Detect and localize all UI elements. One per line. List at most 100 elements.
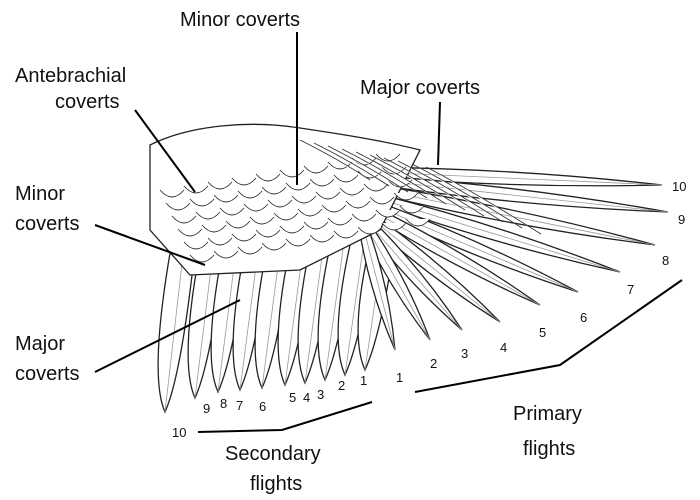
covert-scale — [297, 208, 323, 217]
covert-scale — [159, 189, 185, 198]
covert-scale — [231, 177, 257, 186]
covert-scale — [369, 196, 395, 205]
label-minor-coverts-left-2: coverts — [15, 213, 79, 235]
leader-major-coverts-left — [94, 299, 241, 373]
secondary-number: 9 — [203, 401, 210, 416]
major-covert — [327, 145, 409, 193]
covert-scale — [189, 254, 215, 263]
secondary-number: 8 — [220, 396, 227, 411]
primary-number: 6 — [580, 310, 587, 325]
covert-scale — [303, 165, 329, 174]
covert-scale — [213, 194, 239, 203]
primary-number: 8 — [662, 253, 669, 268]
major-covert — [355, 151, 447, 205]
covert-scale — [183, 241, 209, 250]
primary-number: 4 — [500, 340, 507, 355]
primary-number: 7 — [627, 282, 634, 297]
major-covert — [425, 166, 542, 235]
covert-scale — [375, 153, 401, 162]
covert-scale — [321, 204, 347, 213]
label-major-coverts-left-1: Major — [15, 333, 65, 355]
primary-number: 5 — [539, 325, 546, 340]
covert-scale — [201, 224, 227, 233]
covert-scale — [189, 198, 215, 207]
label-primary-1: Primary — [513, 403, 582, 425]
covert-scale — [375, 209, 401, 218]
label-antebrachial-2: coverts — [55, 91, 119, 113]
covert-scale — [291, 195, 317, 204]
label-secondary-1: Secondary — [225, 443, 321, 465]
label-minor-coverts-top: Minor coverts — [180, 9, 300, 31]
major-covert — [369, 154, 466, 211]
primary-number: 2 — [430, 356, 437, 371]
covert-scale — [327, 217, 353, 226]
major-covert — [383, 157, 485, 217]
secondary-number: 7 — [236, 398, 243, 413]
covert-scale — [327, 161, 353, 170]
primary-bracket — [414, 279, 683, 393]
covert-scale — [267, 199, 293, 208]
covert-scale — [393, 192, 419, 201]
covert-scale — [249, 216, 275, 225]
covert-scale — [351, 213, 377, 222]
covert-scale — [261, 186, 287, 195]
covert-scale — [333, 174, 359, 183]
covert-scale — [207, 237, 233, 246]
major-covert — [341, 148, 428, 199]
covert-scale — [333, 230, 359, 239]
covert-scale — [405, 218, 431, 227]
covert-scale — [357, 226, 383, 235]
covert-scale — [381, 222, 407, 231]
covert-scale — [309, 178, 335, 187]
covert-scale — [243, 203, 269, 212]
label-secondary-2: flights — [250, 473, 302, 495]
major-covert — [411, 163, 523, 229]
major-covert — [299, 139, 371, 181]
covert-scale — [255, 229, 281, 238]
covert-scale — [273, 212, 299, 221]
covert-scale — [399, 205, 425, 214]
primary-number: 1 — [396, 370, 403, 385]
label-primary-2: flights — [523, 438, 575, 460]
wing-leading-edge — [149, 123, 421, 276]
covert-scale — [207, 181, 233, 190]
covert-scale — [303, 221, 329, 230]
label-minor-coverts-left-1: Minor — [15, 183, 65, 205]
covert-scale — [171, 215, 197, 224]
leader-minor-coverts-left — [94, 224, 206, 266]
covert-scale — [285, 182, 311, 191]
label-major-coverts-top: Major coverts — [360, 77, 480, 99]
secondary-number: 6 — [259, 399, 266, 414]
primary-number: 9 — [678, 212, 685, 227]
primary-number: 10 — [672, 179, 686, 194]
covert-scale — [195, 211, 221, 220]
covert-scale — [237, 246, 263, 255]
covert-scale — [225, 220, 251, 229]
covert-scale — [279, 225, 305, 234]
primary-number: 3 — [461, 346, 468, 361]
covert-scale — [285, 238, 311, 247]
secondary-number: 3 — [317, 387, 324, 402]
covert-scale — [345, 200, 371, 209]
major-covert — [397, 160, 504, 223]
secondary-bracket — [197, 401, 373, 433]
covert-scale — [213, 250, 239, 259]
covert-scale — [309, 234, 335, 243]
major-covert — [313, 142, 390, 187]
secondary-number: 5 — [289, 390, 296, 405]
covert-feathers — [159, 139, 542, 263]
covert-scale — [231, 233, 257, 242]
covert-scale — [237, 190, 263, 199]
label-antebrachial-1: Antebrachial — [15, 65, 126, 87]
covert-scale — [363, 183, 389, 192]
covert-scale — [339, 187, 365, 196]
covert-scale — [177, 228, 203, 237]
covert-scale — [261, 242, 287, 251]
covert-scale — [165, 202, 191, 211]
covert-scale — [255, 173, 281, 182]
covert-scale — [183, 185, 209, 194]
label-major-coverts-left-2: coverts — [15, 363, 79, 385]
covert-scale — [315, 191, 341, 200]
